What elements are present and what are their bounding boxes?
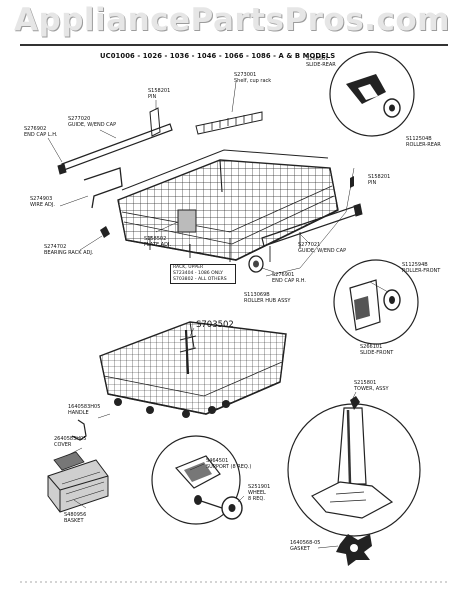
bearing-rack-adj [100,226,110,238]
lower-rack-part-number: S703502 [196,320,234,330]
part-number: S276902 [24,126,47,132]
roller-hub [248,255,264,273]
part-description: SUPPORT (8 REQ.) [206,464,252,470]
part-description: PIN [148,94,157,100]
part-description: ROLLER-REAR [406,142,441,148]
part-quantity: 8 REQ. [248,496,265,502]
part-number: S274702 [44,244,67,250]
part-description: HANDLE [68,410,89,416]
callout-handle: 1640583H05 HANDLE [68,404,100,416]
models-heading: UC01006 - 1026 - 1036 - 1046 - 1066 - 10… [100,52,336,60]
callout-roller-rear: S112504B ROLLER-REAR [406,136,441,148]
lower-rack [99,321,287,415]
gasket [336,534,372,566]
part-description: GASKET [290,546,310,552]
cup-shelf [195,111,263,135]
callout-roller-hub: S113069B ROLLER HUB ASSY [244,292,290,304]
part-number: S277020 [68,116,91,122]
basket-handle [71,419,87,441]
part-description: GUIDE, W/END CAP [298,248,347,254]
callout-gasket: 1640568-05 GASKET [290,540,320,552]
silverware-basket [47,459,109,513]
part-description: PLATE ADJ. [144,242,172,248]
rear-slide-detail [329,51,415,137]
watermark: AppliancePartsPros.com [14,2,450,38]
part-number: S273001 [234,72,257,78]
wire-adjuster [83,167,123,209]
part-description: BASKET [64,518,84,524]
callout-end-cap-rh: S276901 END CAP R.H. [272,272,306,284]
part-number: S266101 [360,344,383,350]
guide-right [261,203,363,247]
callout-tower: S215801 TOWER, ASSY [354,380,389,392]
part-number: S266501 [306,56,329,62]
callout-end-cap-lh: S276902 END CAP L.H. [24,126,58,138]
part-number: S274903 [30,196,53,202]
callout-wheel: S251901 WHEEL 8 REQ. [248,484,270,502]
part-description: ROLLER HUB ASSY [244,298,291,304]
part-number: S277021 [298,242,321,248]
part-number: S113069B [244,292,270,298]
part-description: WHEEL [248,490,266,496]
upper-rack-note: RACK, UPPER S723404 - 1086 ONLY S703802 … [170,264,236,284]
part-number: S251901 [248,484,271,490]
rack-wheels [114,398,230,418]
part-number: S215801 [354,380,377,386]
tower-detail [287,396,421,537]
part-description: END CAP L.H. [24,132,58,138]
callout-roller-front: S112594B ROLLER-FRONT [402,262,440,274]
callout-bearing-rack-adj: S274702 BEARING RACK ADJ. [44,244,93,256]
callout-guide-right: S277021 GUIDE, W/END CAP [298,242,346,254]
part-description: END CAP R.H. [272,278,307,284]
upper-rack [117,149,339,262]
part-description: Shelf, cup rack [234,78,272,84]
part-description: SLIDE-FRONT [360,350,394,356]
part-number: S480956 [64,512,87,518]
part-number: S276901 [272,272,295,278]
part-description: PIN [368,180,377,186]
part-number: 2640583H05 [54,436,87,442]
part-number: S158201 [368,174,391,180]
part-number: S464501 [206,458,229,464]
callout-slide-front: S266101 SLIDE-FRONT [360,344,393,356]
part-description: SLIDE-REAR [306,62,336,68]
header-rule [20,44,448,46]
part-description: COVER [54,442,72,448]
note-line: S703802 - ALL OTHERS [173,277,227,282]
note-line: RACK, UPPER [173,265,204,270]
part-number: S158502 [144,236,167,242]
leader-lines-upper [47,81,389,293]
callout-support: S464501 SUPPORT (8 REQ.) [206,458,251,470]
callout-plate-adj: S158502 PLATE ADJ. [144,236,171,248]
part-description: WIRE ADJ. [30,202,55,208]
part-number: S158201 [148,88,171,94]
note-line: S723404 - 1086 ONLY [173,271,223,276]
callout-wire-adj: S274903 WIRE ADJ. [30,196,55,208]
front-slide-detail [333,259,419,345]
callout-slide-rear: S266501 SLIDE-REAR [306,56,336,68]
part-number: 1640568-05 [290,540,321,546]
callout-cup-shelf: S273001 Shelf, cup rack [234,72,271,84]
callout-cover: 2640583H05 COVER [54,436,86,448]
part-description: BEARING RACK ADJ. [44,250,94,256]
part-number: S112504B [406,136,432,142]
callout-pin-upper: S158201 PIN [148,88,170,100]
part-description: GUIDE, W/END CAP [68,122,117,128]
part-number: 1640583H05 [68,404,101,410]
support-wheel-detail [151,435,243,525]
part-description: TOWER, ASSY [354,386,389,392]
callout-basket: S480956 BASKET [64,512,86,524]
callout-pin-right: S158201 PIN [368,174,390,186]
part-number: S112594B [402,262,428,268]
callout-guide-left: S277020 GUIDE, W/END CAP [68,116,116,128]
leader-lines-lower [65,327,357,549]
part-description: ROLLER-FRONT [402,268,441,274]
guide-left [57,107,173,175]
